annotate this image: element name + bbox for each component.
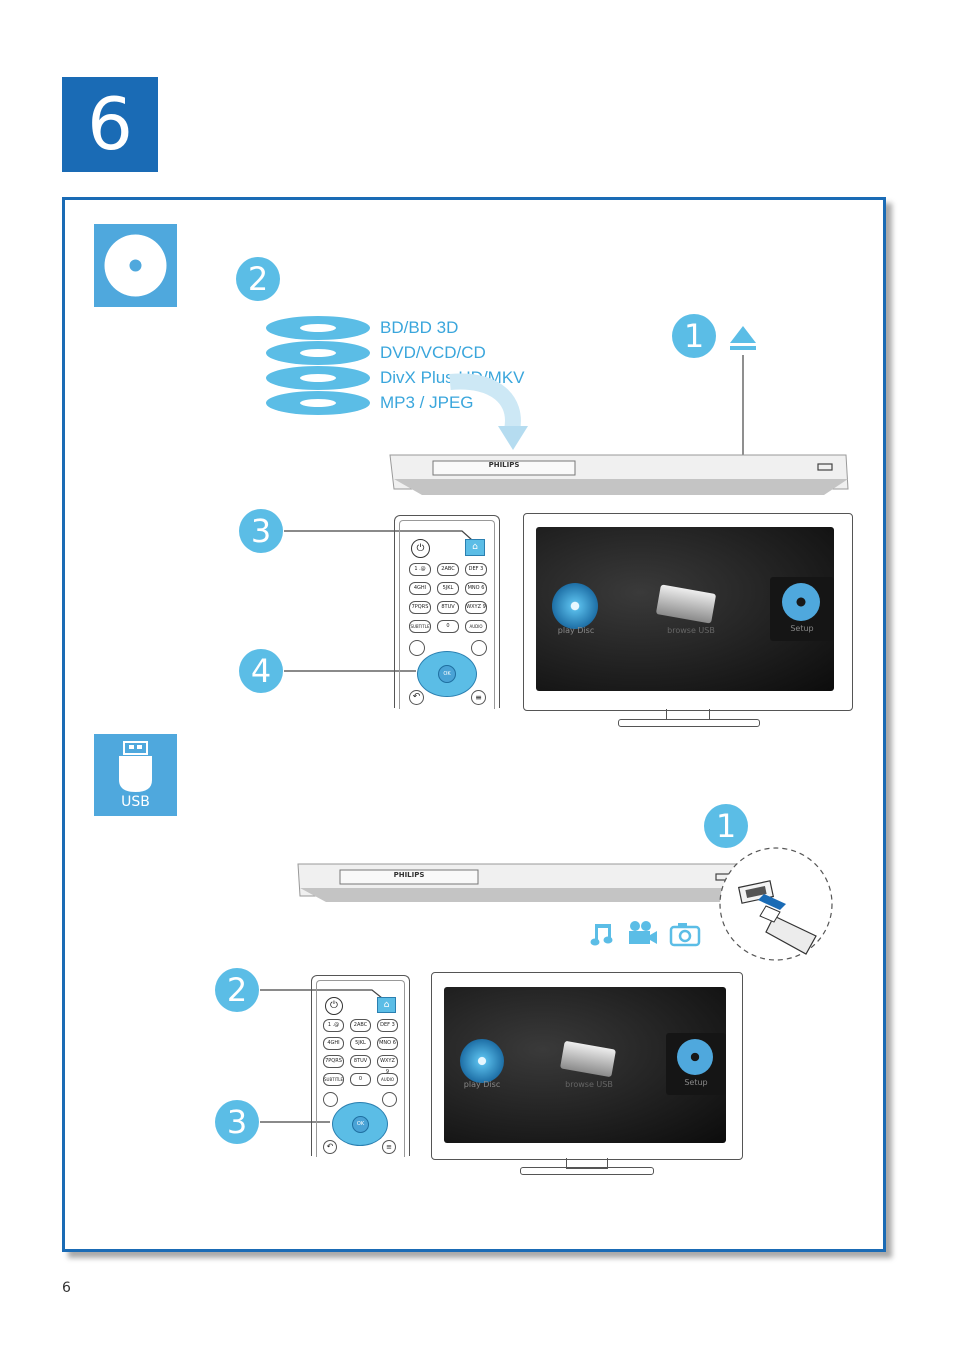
power-icon[interactable]: ⏻ xyxy=(325,997,343,1015)
remote-key-7[interactable]: 7PQRS xyxy=(409,601,431,614)
page-number: 6 xyxy=(62,1280,71,1296)
insert-arrow-icon xyxy=(449,373,528,450)
remote-key-0[interactable]: 0 xyxy=(350,1073,371,1086)
remote-key-9[interactable]: WXYZ 9 xyxy=(465,601,487,614)
remote-key-audio[interactable]: AUDIO xyxy=(465,620,487,633)
player-brand-label: PHILIPS xyxy=(488,461,520,469)
menu-item-setup[interactable]: Setup xyxy=(790,624,814,633)
step-home: 3 xyxy=(239,509,283,553)
step-number-badge: 6 xyxy=(62,77,158,172)
ok-button[interactable]: OK xyxy=(438,665,456,683)
usb-menu-icon xyxy=(655,584,717,624)
remote-key-subtitle[interactable]: SUBTITLE xyxy=(323,1073,344,1086)
disc-type-bd: BD/BD 3D xyxy=(380,318,459,337)
remote-key-5[interactable]: 5JKL xyxy=(437,582,459,595)
remote-key-5[interactable]: 5JKL xyxy=(350,1037,371,1050)
step-usb-navigate: 3 xyxy=(215,1100,259,1144)
remote-control: ⏻ ⌂ 1 .@ 2ABC DEF 3 4GHI 5JKL MNO 6 7PQR… xyxy=(394,515,500,709)
disc-type-dvd: DVD/VCD/CD xyxy=(380,343,486,362)
usb-menu-icon xyxy=(559,1040,617,1078)
music-icon xyxy=(590,924,613,946)
disc-type-mp3: MP3 / JPEG xyxy=(380,393,474,412)
menu-item-browse-usb[interactable]: browse USB xyxy=(667,626,715,635)
remote-usb-inner-frame xyxy=(316,980,405,1157)
remote-key-6[interactable]: MNO 6 xyxy=(377,1037,398,1050)
step-eject: 1 xyxy=(672,314,716,358)
tv-stand-base xyxy=(618,719,760,727)
usb-section-icon: USB xyxy=(94,734,177,816)
usb-label: USB xyxy=(121,794,150,810)
remote-key-1[interactable]: 1 .@ xyxy=(323,1019,344,1032)
ok-button[interactable]: OK xyxy=(352,1116,369,1133)
step-insert-disc: 2 xyxy=(236,257,280,301)
remote-key-3[interactable]: DEF 3 xyxy=(377,1019,398,1032)
tv-home-menu: play Disc browse USB Setup xyxy=(536,527,834,691)
remote-key-7[interactable]: 7PQRS xyxy=(323,1055,344,1068)
tv-stand-base xyxy=(520,1167,654,1175)
pop-up-menu-button[interactable] xyxy=(382,1092,397,1107)
remote-key-4[interactable]: 4GHI xyxy=(323,1037,344,1050)
remote-key-0[interactable]: 0 xyxy=(437,620,459,633)
top-menu-button[interactable] xyxy=(323,1092,338,1107)
menu-item-play-disc[interactable]: play Disc xyxy=(557,626,595,635)
remote-key-6[interactable]: MNO 6 xyxy=(465,582,487,595)
remote-key-subtitle[interactable]: SUBTITLE xyxy=(409,620,431,633)
photo-camera-icon xyxy=(669,923,701,947)
navigation-pad[interactable]: OK xyxy=(332,1102,388,1146)
home-icon[interactable]: ⌂ xyxy=(377,997,396,1013)
remote-key-9[interactable]: WXYZ 9 xyxy=(377,1055,398,1075)
disc-menu-icon xyxy=(552,583,598,629)
disc-icon xyxy=(104,234,167,297)
usb-drive-icon xyxy=(119,741,152,792)
remote-key-3[interactable]: DEF 3 xyxy=(465,563,487,576)
remote-key-1[interactable]: 1 .@ xyxy=(409,563,431,576)
blu-ray-player-usb xyxy=(297,863,745,902)
remote-key-8[interactable]: 8TUV xyxy=(350,1055,371,1068)
tv-screen-usb: play Disc browse USB Setup xyxy=(431,972,743,1160)
gear-icon xyxy=(677,1039,713,1075)
power-icon[interactable]: ⏻ xyxy=(411,539,430,558)
step-usb-home: 2 xyxy=(215,968,259,1012)
home-icon[interactable]: ⌂ xyxy=(465,539,485,556)
usb-port-detail xyxy=(719,847,833,961)
step-insert-usb: 1 xyxy=(704,804,748,848)
tv-stand-neck xyxy=(566,1158,608,1169)
top-menu-button[interactable] xyxy=(409,640,425,656)
step-navigate: 4 xyxy=(239,649,283,693)
disc-section-icon xyxy=(94,224,177,307)
options-icon[interactable]: ≡ xyxy=(382,1140,396,1154)
disc-stack xyxy=(266,316,370,415)
player-usb-brand-label: PHILIPS xyxy=(393,871,425,879)
blu-ray-player xyxy=(389,454,849,495)
pop-up-menu-button[interactable] xyxy=(471,640,487,656)
remote-control-usb: ⏻ ⌂ 1 .@ 2ABC DEF 3 4GHI 5JKL MNO 6 7PQR… xyxy=(311,975,410,1157)
remote-key-4[interactable]: 4GHI xyxy=(409,582,431,595)
tv-screen: play Disc browse USB Setup xyxy=(523,513,853,711)
menu-item-setup[interactable]: Setup xyxy=(684,1078,708,1087)
remote-key-2[interactable]: 2ABC xyxy=(350,1019,371,1032)
back-icon[interactable]: ↶ xyxy=(323,1140,337,1154)
options-icon[interactable]: ≡ xyxy=(471,690,486,705)
remote-inner-frame xyxy=(399,520,495,709)
disc-menu-icon xyxy=(460,1039,504,1083)
remote-key-2[interactable]: 2ABC xyxy=(437,563,459,576)
remote-key-audio[interactable]: AUDIO xyxy=(377,1073,398,1086)
menu-item-play-disc[interactable]: play Disc xyxy=(463,1080,501,1089)
tv-home-menu: play Disc browse USB Setup xyxy=(444,987,726,1143)
menu-item-browse-usb[interactable]: browse USB xyxy=(565,1080,613,1089)
gear-icon xyxy=(782,583,820,621)
video-camera-icon xyxy=(629,921,657,944)
back-icon[interactable]: ↶ xyxy=(409,690,424,705)
remote-key-8[interactable]: 8TUV xyxy=(437,601,459,614)
eject-icon xyxy=(730,326,756,350)
navigation-pad[interactable]: OK xyxy=(417,651,477,697)
